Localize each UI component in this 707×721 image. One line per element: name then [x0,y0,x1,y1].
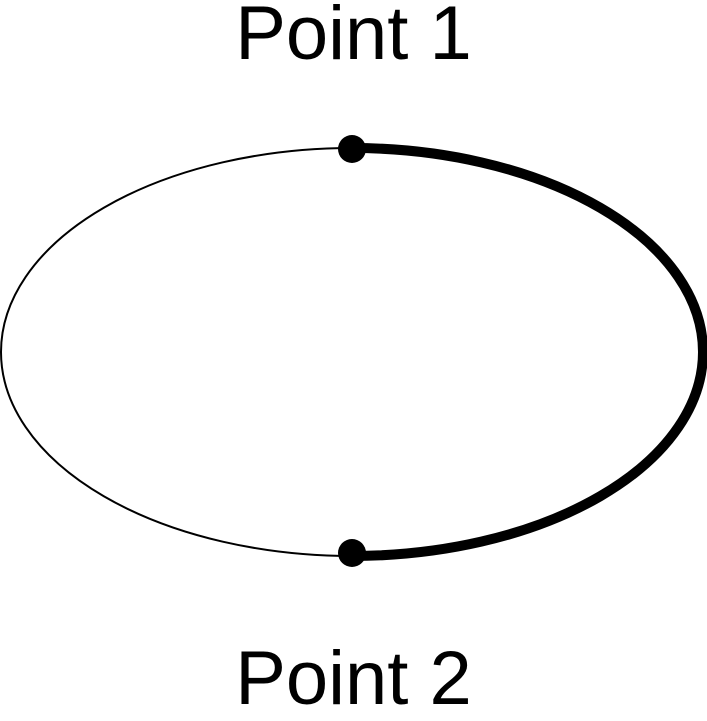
point-2-label: Point 2 [235,636,472,721]
thick-arc-right [351,143,707,561]
point-1-marker [338,135,366,163]
point-2-marker [338,539,366,567]
point-1-label: Point 1 [235,0,472,76]
thin-arc-left [0,147,353,557]
ellipse-diagram-svg [0,135,707,567]
